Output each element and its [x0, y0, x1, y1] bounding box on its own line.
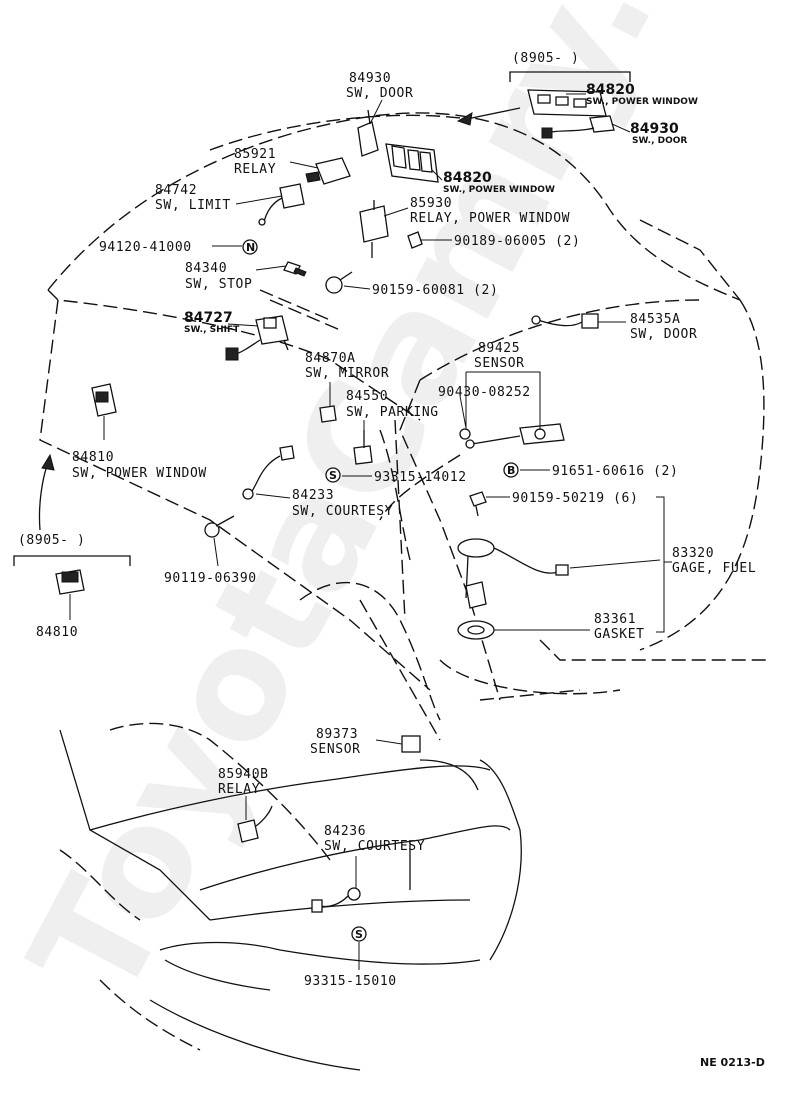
- label-84727-name: SW., SHIFT: [184, 325, 240, 335]
- label-89425-num: 89425: [478, 341, 520, 356]
- label-91651: 91651-60616 (2): [552, 464, 678, 479]
- sensor-icon: [465, 423, 565, 449]
- label-85940B-num: 85940B: [218, 767, 269, 782]
- bracket-top-label: (8905- ): [512, 51, 579, 66]
- label-84870A-num: 84870A: [305, 351, 356, 366]
- vehicle-body-outline: [39, 112, 770, 701]
- label-85930-name: RELAY, POWER WINDOW: [410, 211, 570, 226]
- relay-icon: [305, 157, 351, 185]
- parking-switch-icon: [353, 430, 373, 465]
- stop-switch-icon: [283, 261, 307, 277]
- gasket-icon: [457, 620, 495, 640]
- label-85930-num: 85930: [410, 196, 452, 211]
- screw-symbol-rear-letter: S: [355, 928, 363, 941]
- label-84340-name: SW, STOP: [185, 277, 252, 292]
- label-84535A-name: SW, DOOR: [630, 327, 697, 342]
- label-84742-name: SW, LIMIT: [155, 198, 231, 213]
- power-window-switch-icon: [385, 143, 439, 183]
- nut-symbol-icon: N: [242, 239, 258, 255]
- mirror-switch-icon: [319, 405, 337, 423]
- label-90119: 90119-06390: [164, 571, 257, 586]
- label-90189: 90189-06005 (2): [454, 234, 580, 249]
- power-window-switch-top-icon: [527, 89, 607, 117]
- label-89373-name: SENSOR: [310, 742, 361, 757]
- vehicle-rear-outline: [59, 581, 522, 1071]
- door-switch-rear-icon: [531, 313, 599, 329]
- reference-code: NE 0213-D: [700, 1056, 765, 1069]
- label-84236-name: SW, COURTESY: [324, 839, 425, 854]
- relay-rear-icon: [237, 805, 273, 843]
- screw-symbol-letter: S: [329, 469, 337, 482]
- courtesy-switch-rear-icon: [311, 887, 361, 913]
- label-84233-name: SW, COURTESY: [292, 504, 393, 519]
- label-84820-top-name: SW., POWER WINDOW: [586, 97, 698, 107]
- label-94120: 94120-41000: [99, 240, 192, 255]
- limit-switch-icon: [258, 183, 305, 226]
- label-93315-b: 93315-15010: [304, 974, 397, 989]
- courtesy-switch-icon: [242, 445, 295, 500]
- label-83320-name: GAGE, FUEL: [672, 561, 756, 576]
- label-90159-a: 90159-60081 (2): [372, 283, 498, 298]
- label-84236-num: 84236: [324, 824, 366, 839]
- label-84340-num: 84340: [185, 261, 227, 276]
- label-83361-name: GASKET: [594, 627, 645, 642]
- bracket-left-label: (8905- ): [18, 533, 85, 548]
- label-84810-name: SW, POWER WINDOW: [72, 466, 207, 481]
- clip-icon: [407, 231, 423, 249]
- label-84930-door-num: 84930: [349, 71, 391, 86]
- label-93315-a: 93315-14012: [374, 470, 467, 485]
- bracket-top: (8905- ): [509, 51, 631, 82]
- shift-switch-icon: [225, 315, 289, 361]
- sensor-rear-icon: [401, 735, 421, 753]
- label-84820-num: 84820: [443, 170, 492, 186]
- label-84820-top-num: 84820: [586, 82, 635, 98]
- nut-symbol-letter: N: [246, 241, 255, 254]
- label-84550-name: SW, PARKING: [346, 405, 439, 420]
- gasket-ring-icon: [459, 428, 471, 440]
- bolt-symbol-letter: B: [507, 464, 515, 477]
- screw-symbol-rear-icon: S: [351, 926, 367, 942]
- label-84870A-name: SW, MIRROR: [305, 366, 389, 381]
- power-window-switch-left-icon: [91, 383, 117, 417]
- label-85940B-name: RELAY: [218, 782, 260, 797]
- label-84810-num: 84810: [72, 450, 114, 465]
- label-84930-top-num: 84930: [630, 121, 679, 137]
- power-window-switch-inset-icon: [55, 569, 85, 595]
- fuel-gage-icon: [457, 538, 569, 609]
- bolt-icon: [469, 491, 487, 517]
- label-90159-b: 90159-50219 (6): [512, 491, 638, 506]
- label-84233-num: 84233: [292, 488, 334, 503]
- bolt-symbol-icon: B: [503, 462, 519, 478]
- label-84742-num: 84742: [155, 183, 197, 198]
- door-switch-icon: [357, 109, 379, 157]
- label-84820-name: SW., POWER WINDOW: [443, 185, 555, 195]
- label-90430: 90430-08252: [438, 385, 531, 400]
- label-85921-name: RELAY: [234, 162, 276, 177]
- bracket-left: (8905- ): [13, 533, 131, 566]
- label-84727-num: 84727: [184, 310, 233, 326]
- screw-icon: [325, 271, 353, 294]
- label-84550-num: 84550: [346, 389, 388, 404]
- label-84930-top-name: SW., DOOR: [632, 136, 687, 146]
- label-83320-num: 83320: [672, 546, 714, 561]
- label-84535A-num: 84535A: [630, 312, 681, 327]
- leader-lines: [69, 93, 672, 970]
- door-switch-top-icon: [541, 115, 615, 139]
- bolt-left-icon: [204, 515, 235, 538]
- callout-labels: 84930 SW, DOOR 84820 SW., POWER WINDOW 8…: [36, 71, 765, 1069]
- label-84810-inset: 84810: [36, 625, 78, 640]
- label-85921-num: 85921: [234, 147, 276, 162]
- power-window-relay-icon: [359, 200, 389, 258]
- label-84930-door-name: SW, DOOR: [346, 86, 413, 101]
- label-83361-num: 83361: [594, 612, 636, 627]
- screw-symbol-icon: S: [325, 467, 341, 483]
- label-89373-num: 89373: [316, 727, 358, 742]
- pointer-arrows: [38, 107, 521, 531]
- label-89425-name: SENSOR: [474, 356, 525, 371]
